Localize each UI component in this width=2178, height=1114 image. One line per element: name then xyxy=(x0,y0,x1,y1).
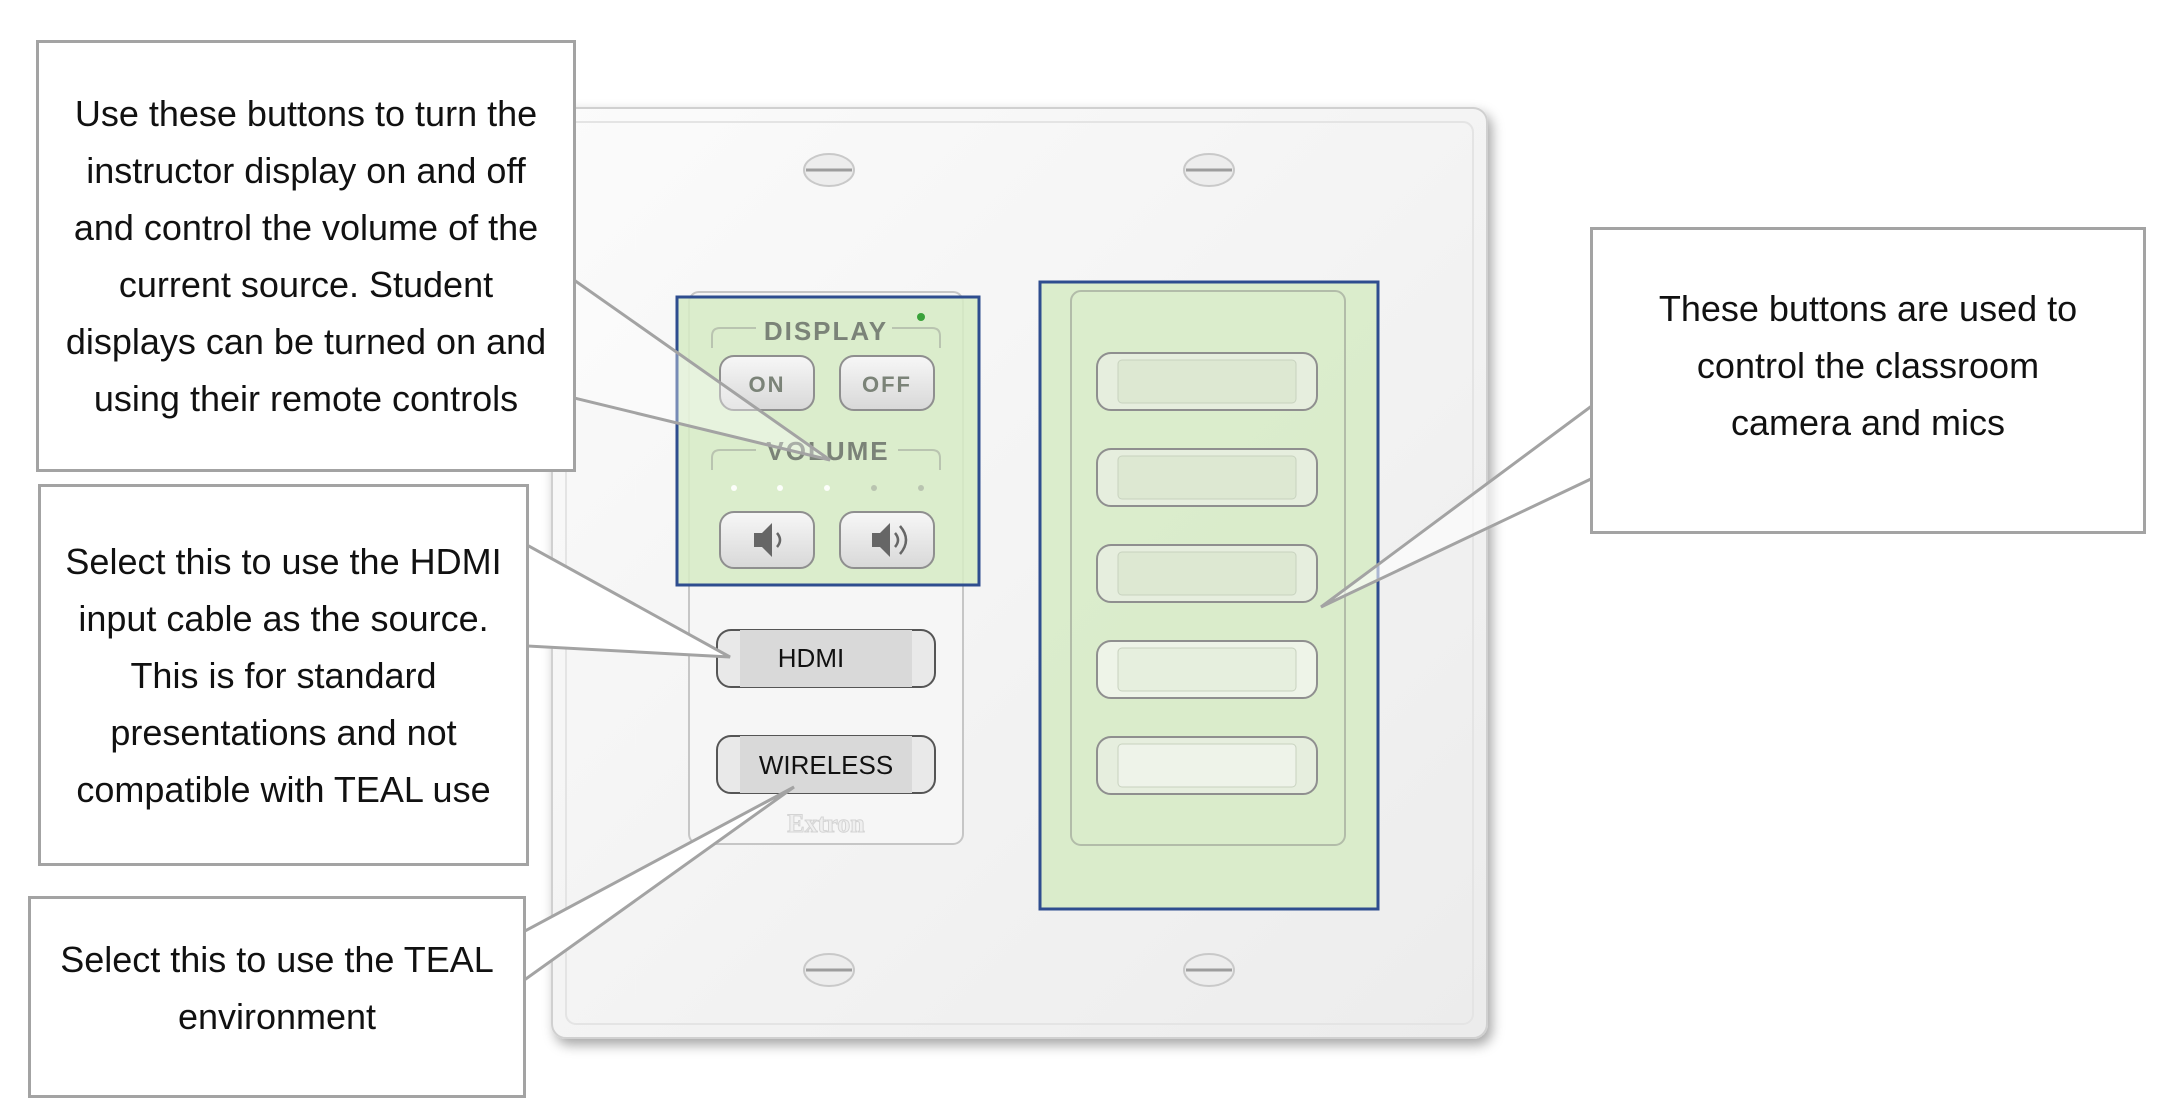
speaker-low-icon xyxy=(754,523,782,557)
callout-display-volume: Use these buttons to turn the instructor… xyxy=(36,40,576,472)
wireless-button-label: WIRELESS xyxy=(759,750,893,780)
volume-down-button[interactable] xyxy=(719,511,815,569)
off-button-label: OFF xyxy=(862,372,912,397)
display-group xyxy=(711,327,941,348)
callout-hdmi: Select this to use the HDMI input cable … xyxy=(38,484,529,866)
callout-display-volume-text: Use these buttons to turn the instructor… xyxy=(65,93,547,419)
on-button-label: ON xyxy=(749,372,786,397)
speaker-high-icon xyxy=(872,523,908,557)
screw xyxy=(1183,953,1235,987)
callout-wireless-text: Select this to use the TEAL environment xyxy=(60,939,494,1037)
off-button[interactable] xyxy=(839,355,935,411)
camera-mic-button[interactable] xyxy=(1096,736,1318,795)
volume-group xyxy=(711,449,941,470)
hdmi-button[interactable] xyxy=(716,629,936,688)
volume-up-button[interactable] xyxy=(839,511,935,569)
power-led xyxy=(917,313,925,321)
screw xyxy=(803,953,855,987)
camera-mic-keypad xyxy=(1070,290,1346,846)
screw xyxy=(1183,153,1235,187)
camera-mic-button[interactable] xyxy=(1096,352,1318,411)
camera-mic-button[interactable] xyxy=(1096,544,1318,603)
screw xyxy=(803,153,855,187)
volume-level-leds xyxy=(731,485,924,491)
callout-camera-mics: These buttons are used to control the cl… xyxy=(1590,227,2146,534)
brand-logo: Extron xyxy=(787,809,865,838)
wireless-button[interactable] xyxy=(716,735,936,794)
camera-mic-button[interactable] xyxy=(1096,448,1318,507)
callout-camera-mics-text: These buttons are used to control the cl… xyxy=(1658,288,2078,443)
callout-hdmi-text: Select this to use the HDMI input cable … xyxy=(65,540,502,810)
hdmi-button-label: HDMI xyxy=(778,643,844,673)
camera-mic-button[interactable] xyxy=(1096,640,1318,699)
display-header: DISPLAY xyxy=(764,316,888,346)
callout-wireless: Select this to use the TEAL environment xyxy=(28,896,526,1098)
